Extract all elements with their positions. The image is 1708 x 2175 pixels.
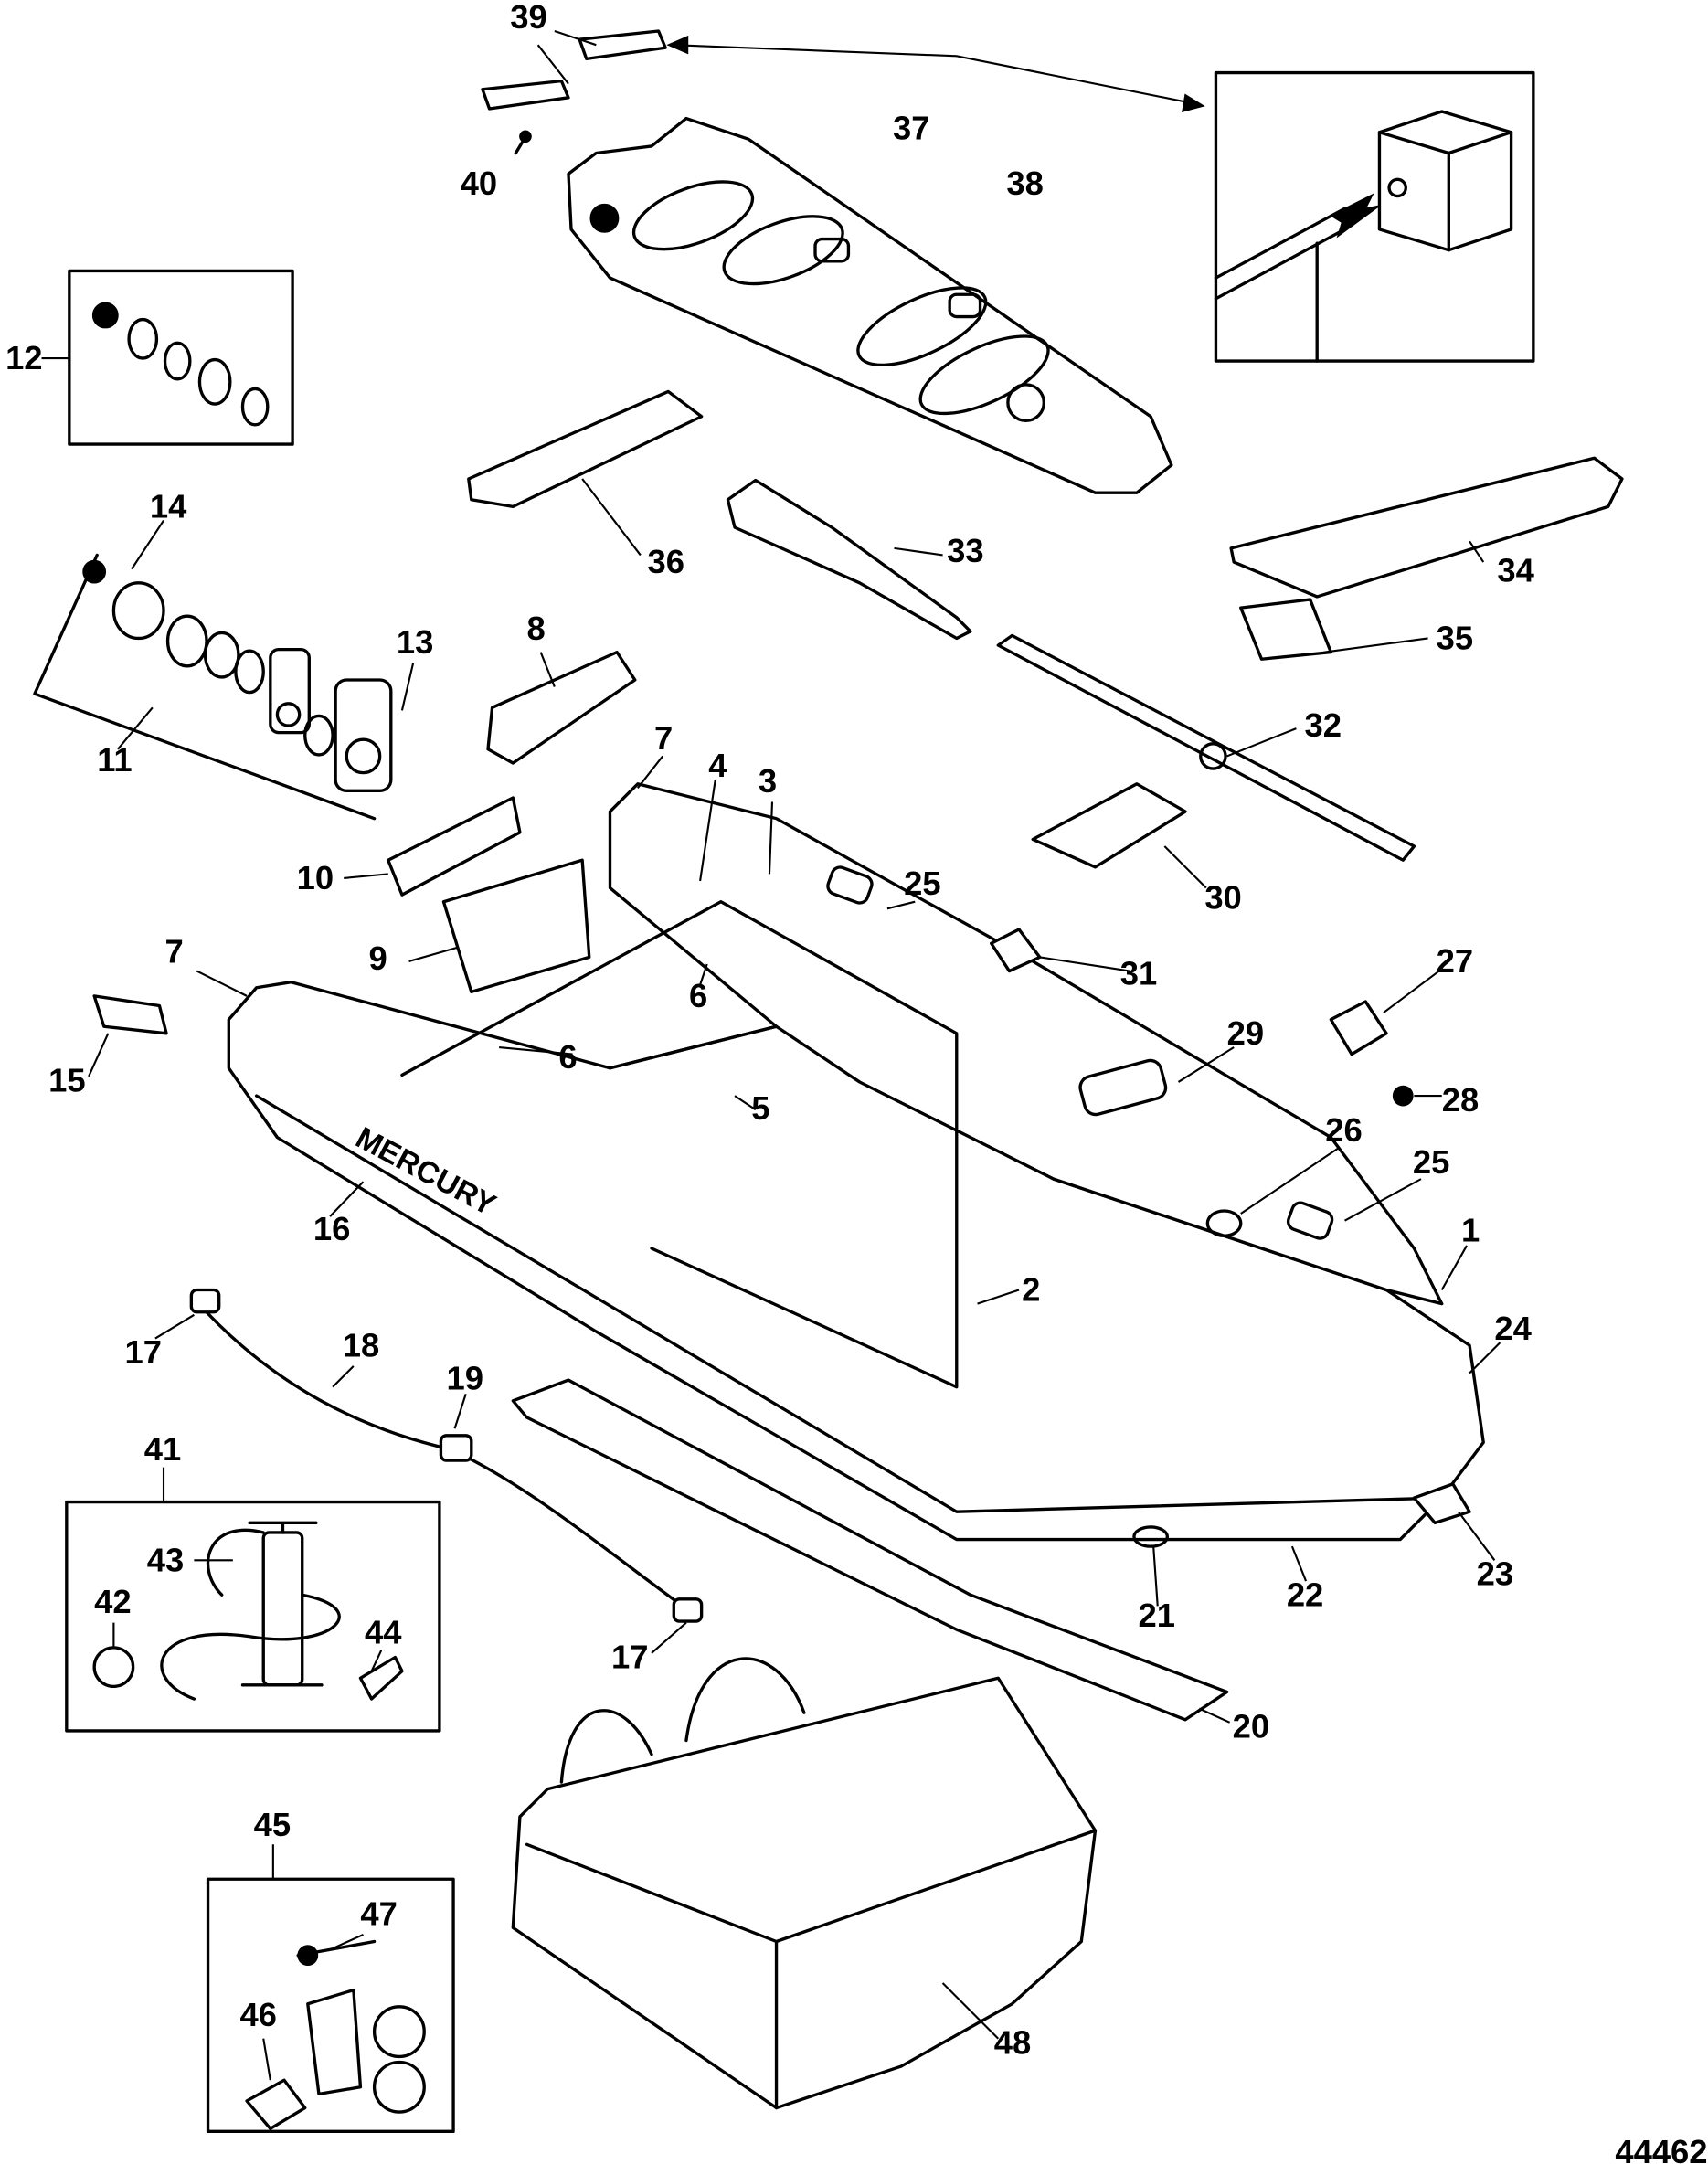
transom-board (441, 858, 591, 993)
inset-box-o-rings (68, 269, 294, 446)
seat-bracket (1239, 598, 1333, 661)
callout-42: 42 (94, 1583, 131, 1620)
callout-35: 35 (1437, 620, 1473, 657)
oar-shaft (996, 633, 1416, 862)
callout-6: 6 (558, 1038, 577, 1076)
oar-blade (726, 478, 972, 641)
callout-23: 23 (1477, 1555, 1513, 1593)
inflatable-boat-hull: MERCURY (227, 782, 1485, 1548)
callout-5: 5 (751, 1089, 769, 1127)
oar-lock (1031, 782, 1187, 869)
callout-17: 17 (125, 1333, 162, 1371)
seat (1229, 456, 1624, 599)
callout-24: 24 (1494, 1310, 1532, 1347)
callout-22: 22 (1287, 1576, 1323, 1613)
valve-cap (1329, 1000, 1388, 1056)
floor-strip (467, 389, 704, 509)
callout-11: 11 (97, 741, 132, 779)
callout-34: 34 (1497, 551, 1534, 589)
inset-box-pump-kit (65, 1500, 441, 1733)
callout-6: 6 (689, 977, 707, 1014)
callout-2: 2 (1022, 1271, 1040, 1309)
arrow-link-detail (672, 44, 1200, 106)
tow-ring (1412, 1482, 1471, 1525)
callout-26: 26 (1325, 1111, 1362, 1149)
callout-13: 13 (397, 623, 433, 661)
callout-14: 14 (150, 487, 187, 525)
pump-kit (92, 1521, 404, 1701)
callout-28: 28 (1442, 1081, 1479, 1119)
callout-20: 20 (1233, 1707, 1269, 1745)
callout-27: 27 (1437, 942, 1473, 980)
callout-3: 3 (759, 762, 777, 800)
oar-holder (486, 650, 637, 765)
callout-1: 1 (1461, 1211, 1480, 1248)
callout-8: 8 (526, 610, 545, 647)
callout-47: 47 (360, 1894, 397, 1932)
figure-number: 44462 (1615, 2133, 1707, 2170)
callout-45: 45 (254, 1806, 291, 1843)
callout-38: 38 (1006, 164, 1043, 202)
callout-32: 32 (1305, 706, 1342, 744)
keel-strip (511, 1378, 1229, 1722)
o-ring-set (91, 302, 270, 427)
callout-7: 7 (654, 719, 673, 757)
callout-9: 9 (369, 939, 387, 977)
callout-25: 25 (904, 865, 940, 902)
callout-18: 18 (343, 1326, 379, 1363)
inset-box-floor-detail (1214, 70, 1535, 363)
callout-41: 41 (144, 1430, 181, 1468)
callout-19: 19 (446, 1360, 483, 1397)
callout-16: 16 (313, 1210, 350, 1247)
storage-bag (511, 1676, 1098, 2110)
callout-43: 43 (147, 1541, 184, 1578)
callout-21: 21 (1138, 1597, 1174, 1634)
callout-39: 39 (510, 0, 546, 36)
floor-board (567, 116, 1173, 494)
leader-lines (41, 30, 1501, 2081)
callout-25: 25 (1413, 1143, 1449, 1181)
floor-rods (481, 29, 667, 155)
callout-31: 31 (1120, 955, 1157, 992)
callout-36: 36 (647, 543, 684, 580)
callout-10: 10 (297, 859, 334, 897)
callout-37: 37 (893, 109, 929, 146)
callout-30: 30 (1204, 878, 1241, 916)
floor-connector-detail (1214, 110, 1513, 363)
callout-29: 29 (1227, 1014, 1264, 1052)
repair-kit (245, 1939, 426, 2130)
callout-48: 48 (994, 2023, 1031, 2061)
callout-12: 12 (5, 339, 42, 377)
callout-15: 15 (48, 1062, 85, 1099)
callout-17: 17 (611, 1639, 648, 1676)
handle (92, 994, 168, 1035)
inset-box-repair-kit (206, 1877, 455, 2134)
callout-7: 7 (165, 932, 184, 970)
callout-44: 44 (365, 1613, 402, 1650)
callout-40: 40 (461, 164, 497, 202)
callout-4: 4 (708, 747, 727, 784)
callout-33: 33 (947, 532, 983, 569)
valve-assembly (33, 553, 393, 821)
callout-46: 46 (239, 1996, 276, 2033)
transom-bracket (387, 796, 522, 897)
